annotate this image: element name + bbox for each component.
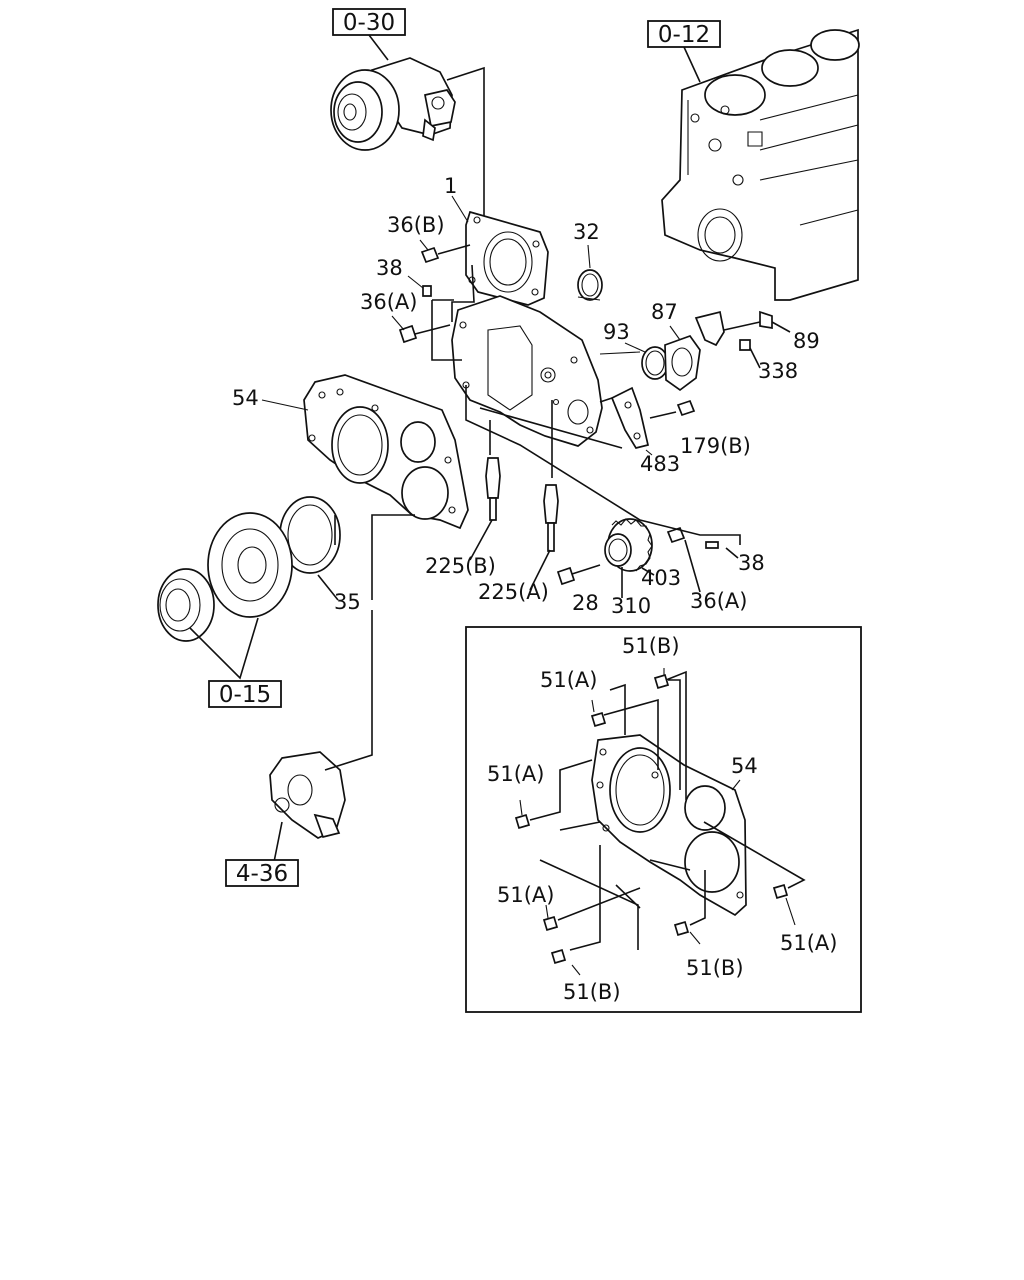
label-1: 1	[444, 174, 457, 198]
label-225a: 225(A)	[478, 580, 549, 604]
bracket-483-drawing	[599, 386, 650, 449]
label-93: 93	[603, 320, 630, 344]
label-51a-right: 51(A)	[780, 931, 837, 955]
label-38-bottom: 38	[738, 551, 765, 575]
label-51b-bottom: 51(B)	[563, 980, 621, 1004]
reference-boxes: 0-30 0-12 0-15 4-36	[208, 8, 721, 887]
label-179b: 179(B)	[680, 434, 751, 458]
label-483: 483	[640, 452, 680, 476]
injection-pipes-drawing	[469, 457, 559, 591]
label-89: 89	[793, 329, 820, 353]
label-403: 403	[641, 566, 681, 590]
oil-seal-32-drawing	[577, 269, 603, 301]
inset-panel: 51(B) 51(A) 51(A) 54 51(A) 51(B) 51(A) 5…	[465, 626, 862, 1013]
label-51a-1: 51(A)	[540, 668, 597, 692]
label-36b-top: 36(B)	[387, 213, 445, 237]
label-310: 310	[611, 594, 651, 618]
label-51a-3: 51(A)	[497, 883, 554, 907]
label-338: 338	[758, 359, 798, 383]
cylinder-block-drawing	[661, 28, 860, 301]
ref-cylinder-block: 0-12	[658, 22, 710, 48]
label-38-top: 38	[376, 256, 403, 280]
timing-case-drawing	[451, 210, 603, 447]
ref-water-pump: 0-30	[343, 10, 395, 36]
label-54-inset: 54	[731, 754, 758, 778]
water-pump-drawing	[330, 57, 485, 266]
label-87: 87	[651, 300, 678, 324]
label-225b: 225(B)	[425, 554, 496, 578]
label-51a-2: 51(A)	[487, 762, 544, 786]
leader-lines-upper	[431, 264, 741, 545]
label-35: 35	[334, 590, 361, 614]
label-54: 54	[232, 386, 259, 410]
gear-and-seal-drawing	[571, 518, 739, 598]
gear-case-54-drawing	[303, 374, 469, 530]
label-36a-top: 36(A)	[360, 290, 417, 314]
power-steering-pump-drawing	[269, 514, 415, 863]
label-28: 28	[572, 591, 599, 615]
ref-crank-pulley: 0-15	[219, 682, 271, 708]
thermostat-parts-drawing	[641, 310, 791, 392]
ref-power-steering-pump: 4-36	[236, 861, 288, 887]
label-51b-mid: 51(B)	[686, 956, 744, 980]
part-labels: 1 32 36(B) 38 36(A) 87 89 93 338 54 179(…	[232, 174, 820, 618]
label-32: 32	[573, 220, 600, 244]
label-51b-top: 51(B)	[622, 634, 680, 658]
label-36a-bottom: 36(A)	[690, 589, 747, 613]
crank-pulley-drawing	[157, 512, 293, 680]
